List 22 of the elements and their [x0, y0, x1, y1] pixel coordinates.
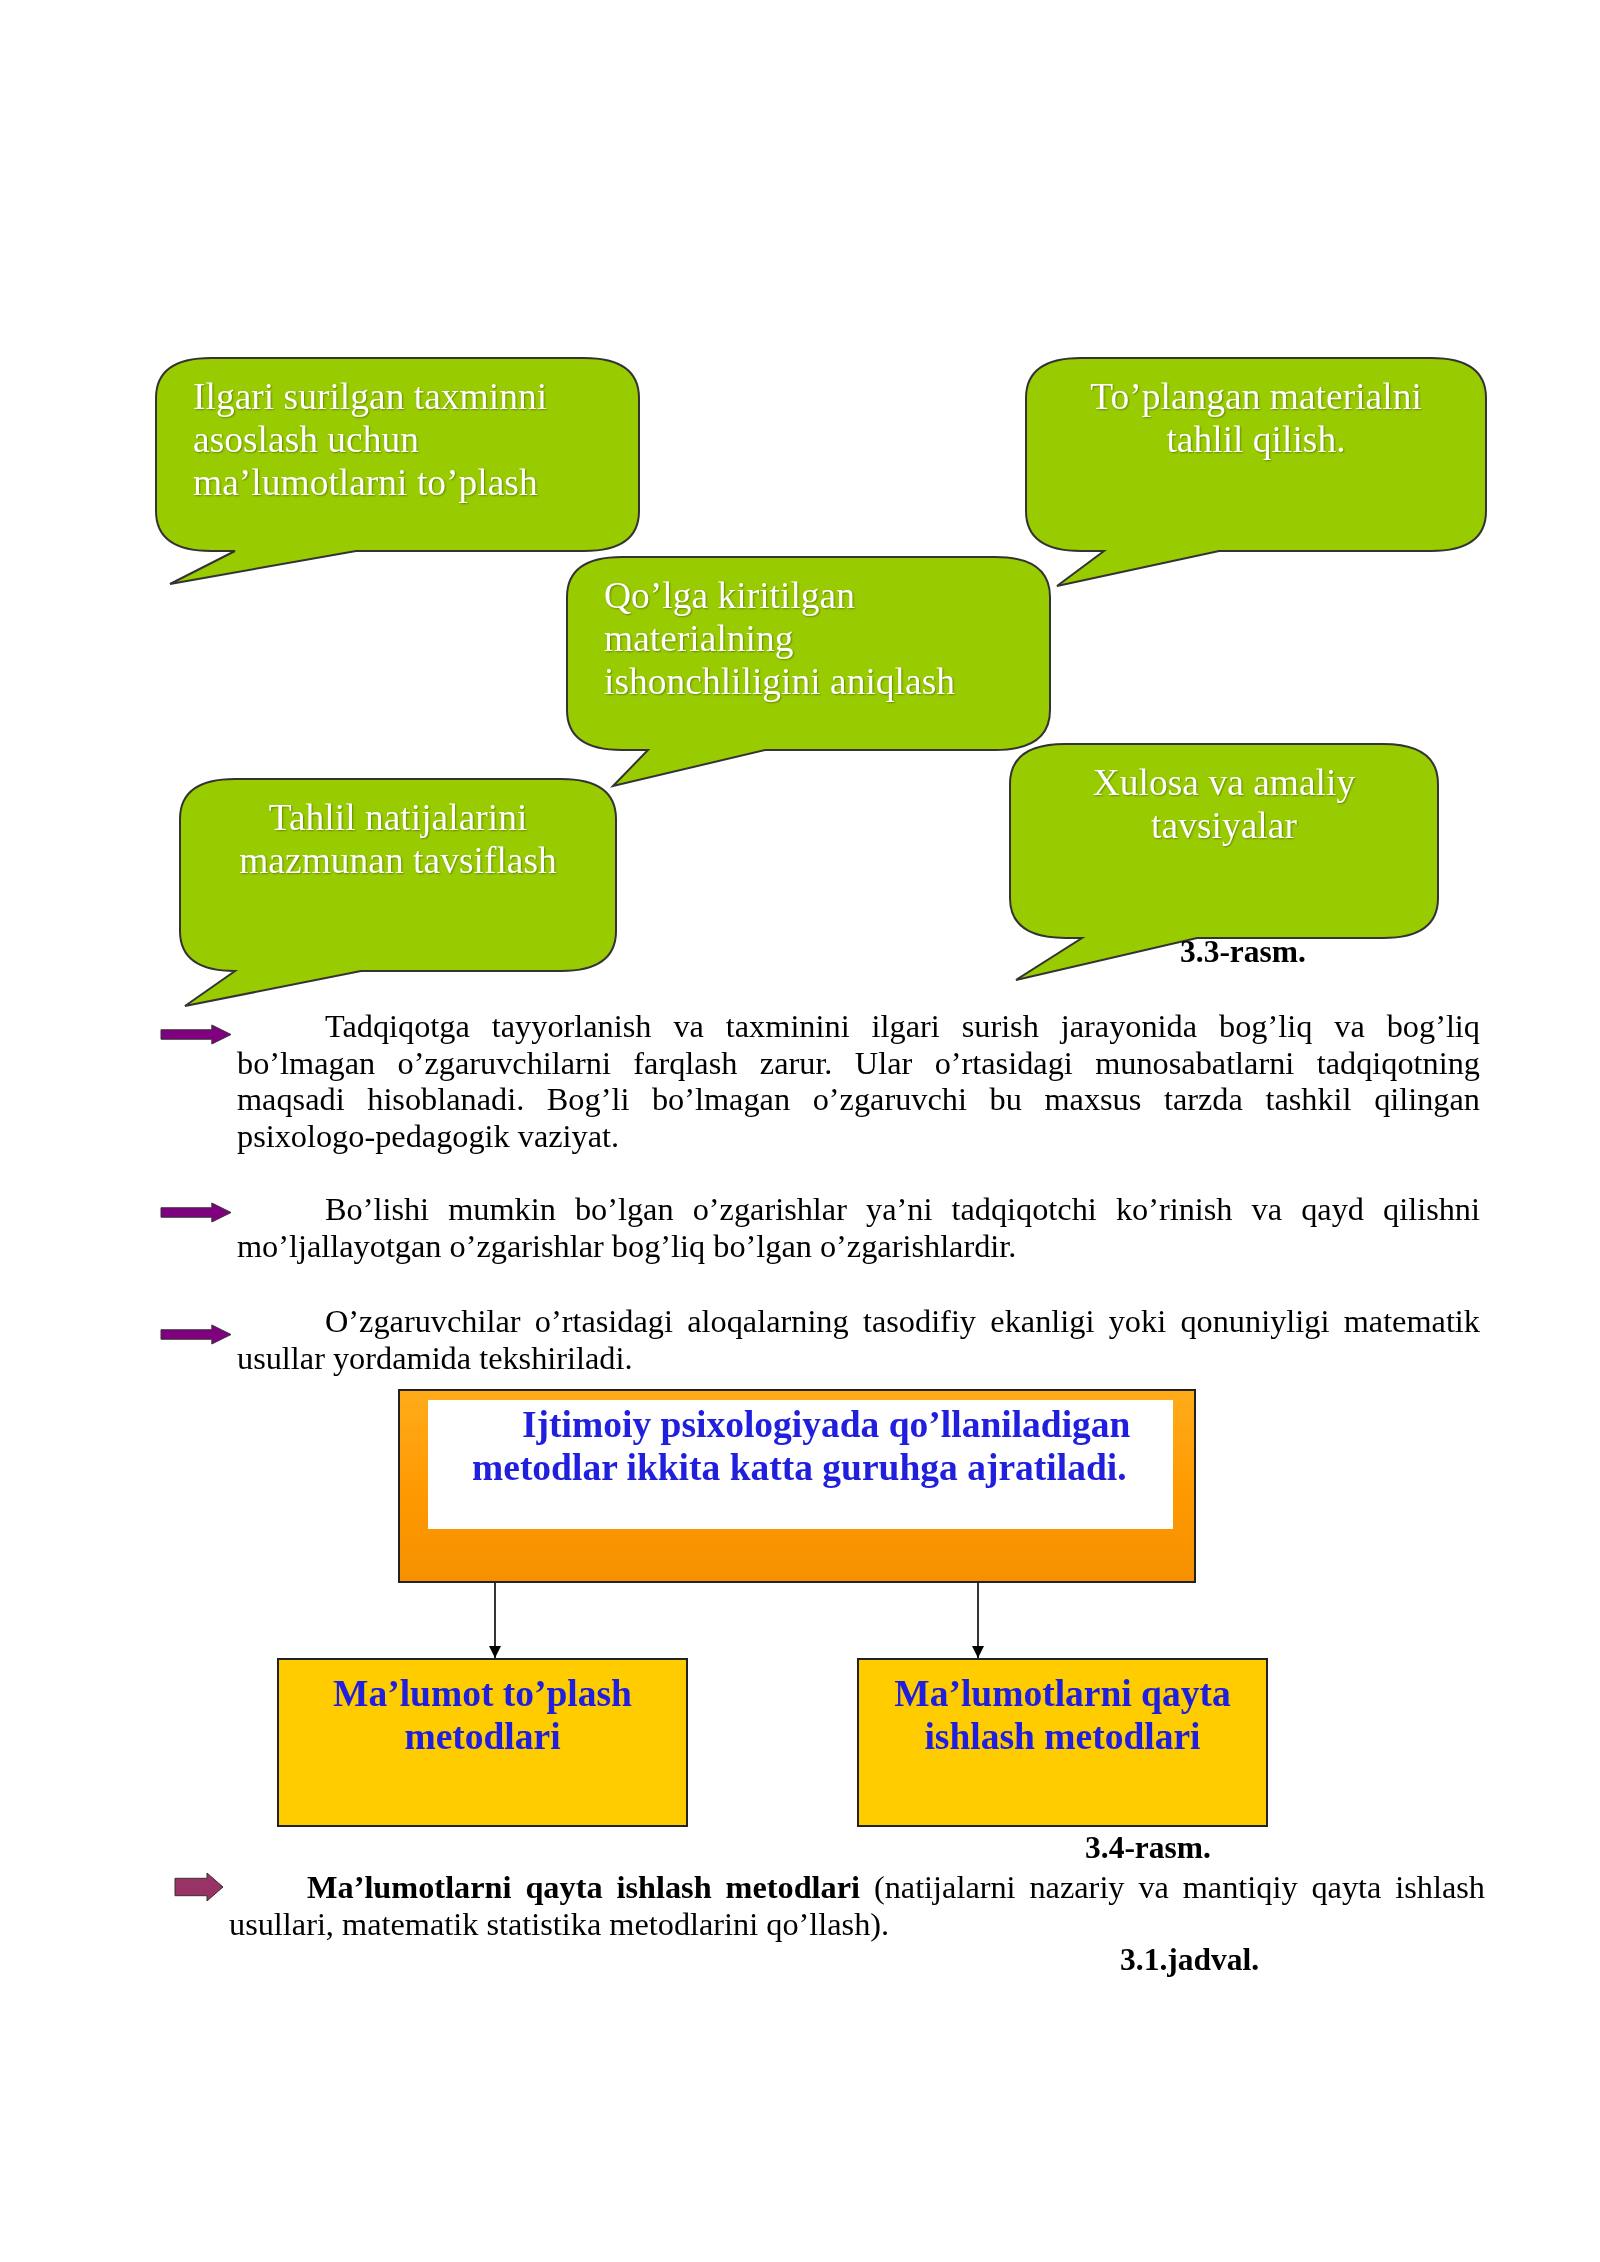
figure-caption: 3.4-rasm.	[1085, 1833, 1211, 1863]
paragraph: O’zgaruvchilar o’rtasidagi aloqalarning tasodifiy ekanligi yoki qonuniyligi matematik usullar yordamida tekshiriladi.	[237, 1303, 1480, 1376]
paragraph: Tadqiqotga tayyorlanish va taxminini ilgari surish jarayonida bog’liq va bog’liq bo’lmagan o’zgaruvchilarni farqlash zarur. Ular o’rtasidagi munosabatlarni tadqiqotning maqsadi hisoblanadi. Bog’li bo’lmagan o’zgaruvchi bu maxsus tarzda tashkil qilingan psixologo-pedagogik vaziyat.	[237, 1008, 1480, 1154]
method-box: Ma’lumot to’plash metodlari	[277, 1658, 688, 1827]
arrow	[972, 1582, 984, 1659]
speech-bubble	[565, 555, 1052, 788]
heading-panel: Ijtimoiy psixologiyada qo’llaniladigan metodlar ikkita katta guruhga ajratiladi.	[428, 1400, 1173, 1529]
speech-bubble	[178, 777, 618, 1008]
bubble-text: To’plangan materialni tahlil qilish.	[1089, 375, 1423, 461]
paragraph: Ma’lumotlarni qayta ishlash metodlari (natijalarni nazariy va mantiqiy qayta ishlash usullari, matematik statistika metodlarini qo’llash).	[229, 1869, 1485, 1942]
figure-caption: 3.3-rasm.	[1180, 937, 1306, 967]
method-box: Ma’lumotlarni qayta ishlash metodlari	[857, 1658, 1268, 1827]
table-caption: 3.1.jadval.	[1120, 1945, 1260, 1975]
speech-bubble	[1024, 356, 1488, 588]
group-box	[398, 1389, 1196, 1583]
bubble-text: Ilgari surilgan taxminni asoslash uchun ma’lumotlarni to’plash	[193, 375, 549, 504]
bubble-text: Xulosa va amaliy tavsiyalar	[1091, 761, 1357, 847]
speech-bubble	[1008, 742, 1440, 982]
bubble-text: Qo’lga kiritilgan materialning ishonchliligini aniqlash	[604, 574, 956, 703]
paragraph: Bo’lishi mumkin bo’lgan o’zgarishlar ya’ni tadqiqotchi ko’rinish va qayd qilishni mo’ljallayotgan o’zgarishlar bog’liq bo’lgan o’zgarishlardir.	[237, 1191, 1480, 1264]
arrow	[489, 1582, 501, 1659]
bubble-text: Tahlil natijalarini mazmunan tavsiflash	[238, 796, 558, 882]
